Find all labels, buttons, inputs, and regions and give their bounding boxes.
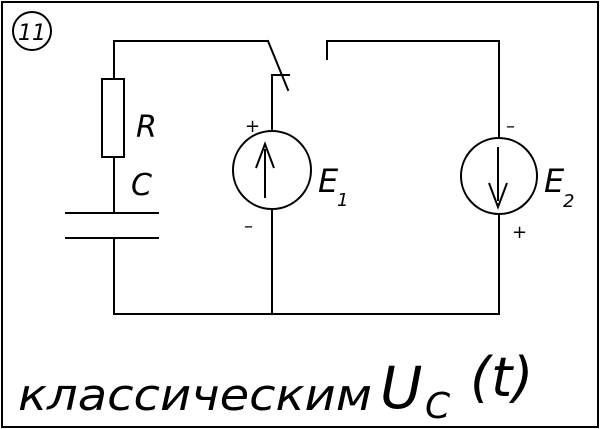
e1-label: E <box>318 162 339 200</box>
e2-subscript: 2 <box>563 191 574 212</box>
resistor-label: R <box>136 110 157 145</box>
e1-subscript: 1 <box>337 190 348 211</box>
problem-number-badge: 11 <box>12 11 52 51</box>
e2-top-sign: – <box>506 116 515 137</box>
e2-bottom-sign: + <box>512 222 527 243</box>
right-branch-wire <box>326 40 500 139</box>
formula-main: U <box>380 354 422 422</box>
e1-bottom-sign: – <box>244 216 253 237</box>
switch <box>266 39 290 132</box>
voltage-source-e2 <box>460 137 538 315</box>
formula-sub: C <box>425 386 451 427</box>
voltage-source-e1 <box>232 130 312 315</box>
caption-text: классическим <box>18 370 372 421</box>
problem-number: 11 <box>18 21 46 46</box>
capacitor-c <box>65 212 159 239</box>
resistor-r <box>101 78 125 158</box>
e2-label: E <box>544 162 565 200</box>
formula-arg: (t) <box>470 346 533 409</box>
e1-top-sign: + <box>245 116 260 137</box>
capacitor-label: C <box>131 168 152 203</box>
left-branch-wires <box>113 40 500 315</box>
